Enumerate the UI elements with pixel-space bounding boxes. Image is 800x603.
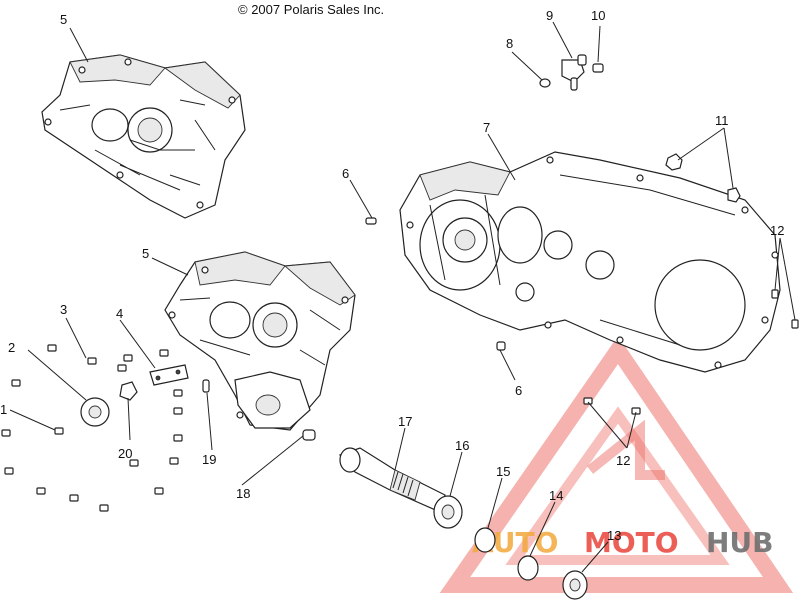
callout-7: 7 [483, 120, 490, 135]
callout-16: 16 [455, 438, 469, 453]
watermark-text-hub: HUB [706, 526, 774, 559]
o-ring-small [539, 78, 551, 88]
callout-8: 8 [506, 36, 513, 51]
breather-fitting [561, 54, 587, 91]
plug-small [592, 63, 604, 73]
case-cover [399, 151, 781, 373]
callout-11: 11 [715, 113, 729, 128]
callout-9: 9 [546, 8, 553, 23]
bushing-20 [119, 381, 138, 401]
copyright-text: © 2007 Polaris Sales Inc. [238, 2, 384, 17]
dowel-pin-lower [496, 341, 506, 351]
callout-4: 4 [116, 306, 123, 321]
snap-ring-15 [474, 527, 496, 553]
callout-20: 20 [118, 446, 132, 461]
stud-12a [771, 289, 799, 329]
callout-19: 19 [202, 452, 216, 467]
dowel-pin-upper [365, 217, 377, 225]
leader-lines [9, 21, 796, 573]
watermark-text-moto: MOTO [584, 526, 679, 559]
callout-6-upper: 6 [342, 166, 349, 181]
drain-plug-18 [302, 429, 316, 441]
callout-5-upper: 5 [60, 12, 67, 27]
bracket-4 [149, 364, 189, 386]
callout-3: 3 [60, 302, 67, 317]
washer-13 [562, 570, 588, 600]
callout-6-lower: 6 [515, 383, 522, 398]
callout-5-lower: 5 [142, 246, 149, 261]
pin-19 [202, 379, 210, 393]
bolt-set [1, 344, 183, 512]
gearcase-assembly-lower [164, 251, 356, 431]
callout-15: 15 [496, 464, 510, 479]
callout-1: 1 [0, 402, 7, 417]
callout-18: 18 [236, 486, 250, 501]
callout-2: 2 [8, 340, 15, 355]
gearcase-assembly-upper [41, 54, 246, 219]
callout-12-upper: 12 [770, 223, 784, 238]
callout-10: 10 [591, 8, 605, 23]
bolt-11b [727, 187, 741, 203]
bearing-2 [80, 397, 110, 427]
stud-12b [583, 397, 641, 415]
ring-14 [517, 555, 539, 581]
shaft-seal [433, 495, 463, 529]
watermark-logo [439, 335, 794, 593]
callout-17: 17 [398, 414, 412, 429]
bolt-11a [665, 153, 683, 171]
callout-13: 13 [607, 528, 621, 543]
callout-12-lower: 12 [616, 453, 630, 468]
output-shaft [338, 447, 446, 513]
callout-14: 14 [549, 488, 563, 503]
